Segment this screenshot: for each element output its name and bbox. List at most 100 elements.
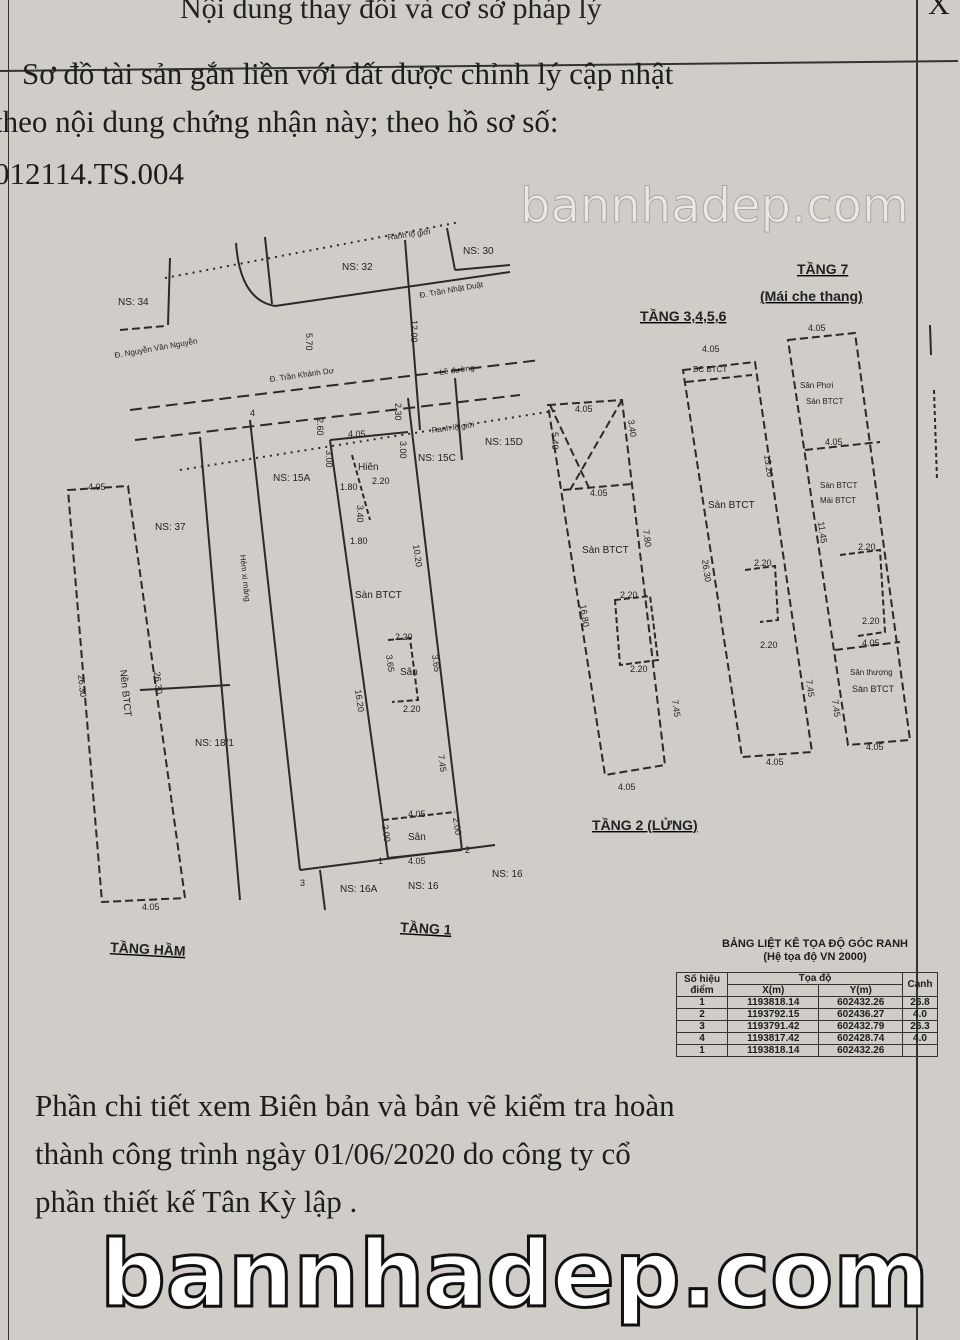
room-label: Sàn BTCT [582, 545, 629, 556]
floor-title-7-sub: (Mái che thang) [760, 288, 863, 304]
dimension: 3.65 [430, 654, 442, 673]
room-label: Sàn BTCT [806, 397, 843, 406]
dimension: 2.20 [620, 590, 638, 600]
room-label: Sàn BTCT [852, 684, 895, 694]
dimension: 26.30 [700, 559, 713, 583]
lot-label: NS: 32 [342, 262, 373, 273]
dimension: 3.40 [355, 505, 365, 523]
dimension: 4.05 [408, 856, 426, 866]
cell-point: 1 [676, 1044, 728, 1057]
col-edge: Cạnh [902, 972, 938, 997]
dimension: 2.00 [451, 817, 463, 836]
dimension: 1.80 [350, 536, 368, 546]
dimension: 16.20 [353, 689, 366, 713]
le-duong-label: Lề đường [439, 363, 475, 377]
cell-y: 602432.26 [818, 996, 903, 1009]
dimension: 3 [300, 878, 305, 888]
floor-title-1: TẦNG 1 [400, 919, 452, 938]
dimension: 7.45 [804, 679, 816, 698]
room-label: Hiên [358, 462, 379, 473]
room-label: Sân Phơi [800, 381, 833, 390]
lot-label: NS: 30 [463, 246, 494, 257]
dimension: 4 [250, 408, 255, 418]
cell-point: 1 [676, 996, 728, 1009]
col-x: X(m) [726, 984, 820, 997]
dimension: 2.30 [393, 403, 403, 421]
cell-point: 2 [676, 1008, 728, 1021]
lot-label: NS: 16A [340, 884, 378, 895]
dimension: 4.05 [766, 757, 784, 767]
street-tran-khanh-du: Đ. Trần Khánh Dư [269, 366, 335, 384]
room-label: Sân [408, 832, 426, 843]
coord-table-subtitle: (Hệ tọa độ VN 2000) [763, 951, 867, 963]
dimension: 2.20 [862, 616, 880, 626]
dimension: 4.05 [862, 638, 880, 648]
left-border [8, 0, 9, 1340]
dimension: 2.60 [315, 418, 325, 436]
dimension: 7.45 [436, 754, 448, 773]
lot-label: NS: 15D [485, 437, 523, 448]
dimension: 26.30 [76, 674, 88, 697]
dimension: 3.40 [626, 419, 638, 438]
watermark: bannhadep.com [98, 1220, 930, 1329]
dimension: 7.45 [670, 699, 682, 718]
cell-x: 1193817.42 [726, 1032, 820, 1045]
street-nguyen-van-nguyen: Đ. Nguyễn Văn Nguyễn [114, 337, 198, 360]
lot-label: NS: 34 [118, 297, 149, 308]
cell-edge: 4.0 [902, 1008, 938, 1021]
lot-label: NS: 18/1 [195, 738, 234, 749]
col-point: Số hiệu điểm [676, 972, 728, 997]
note-record-number: 012114.TS.004 [0, 156, 185, 191]
cell-y: 602432.26 [818, 1044, 903, 1057]
dimension: 4.05 [618, 782, 636, 792]
cell-x: 1193792.15 [726, 1008, 820, 1021]
cell-point: 4 [676, 1032, 728, 1045]
ranh-lo-gioi-label: Ranh lộ giới [431, 420, 475, 435]
cell-y: 602432.79 [818, 1020, 903, 1033]
cell-x: 1193818.14 [726, 996, 820, 1009]
lot-label: NS: 16 [492, 869, 523, 880]
lot-label: NS: 15A [273, 473, 311, 484]
room-label: BC BTCT [693, 365, 727, 374]
lot-label: NS: 15C [418, 453, 456, 464]
right-border [916, 0, 918, 1340]
ranh-lo-gioi-label: Ranh lộ giới [387, 227, 431, 242]
dimension: 4.05 [702, 344, 720, 354]
dimension: 3.00 [324, 450, 334, 468]
dimension: 2 [465, 845, 470, 855]
dimension: 2.20 [395, 632, 413, 642]
footer-line-3: phần thiết kế Tân Kỳ lập . [35, 1184, 358, 1219]
col-y: Y(m) [818, 984, 903, 997]
col-coords: Tọa độ [727, 972, 903, 985]
dimension: 10.20 [411, 544, 424, 568]
room-label: Mái BTCT [820, 496, 856, 505]
coord-table-title: BẢNG LIỆT KÊ TỌA ĐỘ GÓC RANH (Hệ tọa độ … [690, 938, 940, 964]
dimension: 4.05 [575, 404, 593, 414]
cell-y: 602428.74 [818, 1032, 903, 1045]
site-plan-drawing: TẦNG HẦM TẦNG 1 TẦNG 2 (LỬNG) TẦNG 3,4,5… [66, 221, 938, 959]
floor-title-7: TẦNG 7 [797, 261, 849, 277]
footer-line-2: thành công trình ngày 01/06/2020 do công… [35, 1136, 631, 1171]
dimension: 4.05 [866, 742, 884, 752]
dimension: 2.20 [403, 704, 421, 714]
floor-title-3456: TẦNG 3,4,5,6 [640, 308, 727, 324]
dimension: 2.20 [754, 558, 772, 568]
room-label: Nền BTCT [117, 669, 134, 717]
dimension: 2.20 [630, 664, 648, 674]
section-header: Nội dung thay đổi và cơ sở pháp lý [180, 0, 602, 25]
corner-mark: X [928, 0, 950, 21]
cell-edge: 26.8 [902, 996, 938, 1009]
dimension: 16.80 [578, 604, 591, 628]
dimension: 5.70 [304, 333, 314, 351]
dimension: 3.00 [398, 441, 408, 459]
dimension: 26.30 [152, 671, 164, 694]
floor-title-2: TẦNG 2 (LỬNG) [592, 816, 698, 833]
dimension: 2.20 [372, 476, 390, 486]
dimension: 13.20 [762, 454, 775, 478]
cell-x: 1193818.14 [726, 1044, 820, 1057]
dimension: 2.20 [760, 640, 778, 650]
dimension: 12.00 [409, 320, 419, 343]
